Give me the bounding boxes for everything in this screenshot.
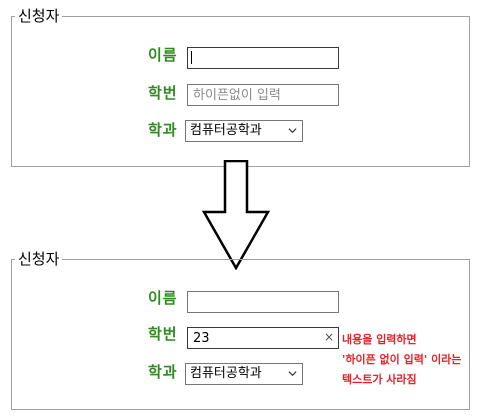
fieldset-legend: 신청자 — [15, 249, 63, 269]
department-select[interactable]: 컴퓨터공학과 — [185, 363, 303, 385]
applicant-fieldset-after: 신청자 이름 학번 × 학과 컴퓨터공학과 — [11, 249, 470, 410]
department-label: 학과 — [148, 363, 178, 381]
student-id-input-wrap[interactable]: × — [187, 327, 339, 349]
annotation-note: 내용을 입력하면 '하이픈 없이 입력' 이라는 텍스트가 사라짐 — [342, 330, 487, 390]
annotation-line: 텍스트가 사라짐 — [342, 373, 417, 386]
name-input-wrap[interactable] — [187, 47, 339, 69]
student-id-input[interactable] — [187, 84, 339, 106]
text-caret — [191, 51, 192, 64]
down-arrow-icon — [202, 160, 270, 270]
name-input[interactable] — [187, 291, 339, 313]
chevron-down-icon — [288, 128, 297, 134]
department-select[interactable]: 컴퓨터공학과 — [185, 120, 303, 142]
student-id-label: 학번 — [148, 325, 178, 343]
name-label: 이름 — [148, 46, 178, 64]
annotation-line: '하이픈 없이 입력' 이라는 — [342, 353, 462, 366]
student-id-input[interactable] — [187, 327, 339, 349]
department-selected: 컴퓨터공학과 — [190, 366, 262, 381]
fieldset-legend: 신청자 — [15, 6, 63, 26]
clear-icon[interactable]: × — [323, 330, 334, 344]
applicant-fieldset-before: 신청자 이름 학번 학과 컴퓨터공학과 — [11, 6, 470, 167]
department-label: 학과 — [148, 121, 178, 139]
annotation-line: 내용을 입력하면 — [342, 333, 417, 346]
department-selected: 컴퓨터공학과 — [190, 123, 262, 138]
chevron-down-icon — [288, 371, 297, 377]
student-id-label: 학번 — [148, 84, 178, 102]
name-input[interactable] — [187, 47, 339, 69]
name-label: 이름 — [148, 289, 178, 307]
